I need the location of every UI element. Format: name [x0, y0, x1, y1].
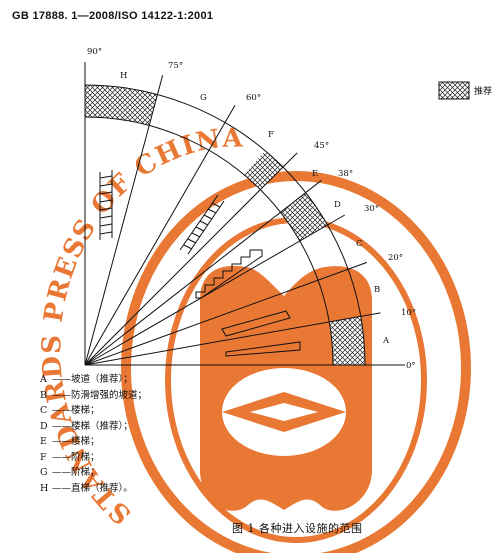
zone-letter-b: B — [374, 285, 380, 295]
angle-label-0: 0° — [406, 361, 416, 371]
hatched-zone-e — [244, 150, 283, 190]
hatched-zone-d — [280, 192, 328, 241]
figure-caption: 图 1 各种进入设施的范围 — [232, 522, 363, 535]
zone-letter-a: A — [382, 336, 390, 346]
watermark-outer-ring — [121, 171, 471, 553]
legend-item-b: B ——防滑增强的坡道； — [40, 388, 147, 404]
legend-item-c: C ——楼梯； — [40, 403, 147, 419]
legend-list: A ——坡道（推荐）； B ——防滑增强的坡道； C ——楼梯； D ——楼梯（推荐）； E ——… — [40, 372, 147, 496]
zone-letter-g: G — [200, 93, 207, 103]
angle-label-30: 30° — [364, 204, 379, 214]
legend-text: ——坡道（推荐）； — [52, 374, 133, 385]
hatched-zone-h — [85, 85, 158, 126]
zone-letter-h: H — [120, 71, 127, 81]
angle-label-45: 45° — [314, 141, 329, 151]
legend-item-f: F ——阶梯； — [40, 450, 147, 466]
standard-code-header: GB 17888. 1—2008/ISO 14122-1:2001 — [12, 10, 214, 22]
angle-label-75: 75° — [168, 61, 183, 71]
step-ladder-icon — [179, 194, 225, 255]
legend-text: ——楼梯； — [52, 405, 100, 416]
legend-item-d: D ——楼梯（推荐）； — [40, 419, 147, 435]
legend-text: ——防滑增强的坡道； — [52, 389, 148, 401]
legend-text: ——直梯（推荐）。 — [52, 482, 133, 494]
legend-item-a: A ——坡道（推荐）； — [40, 372, 147, 388]
legend-key: D — [40, 420, 48, 432]
legend-item-g: G ——阶梯； — [40, 465, 147, 481]
legend-text: ——阶梯； — [52, 467, 100, 478]
legend-item-e: E ——楼梯； — [40, 434, 147, 450]
angle-lines — [84, 75, 381, 366]
zone-letter-e: E — [312, 169, 318, 179]
legend-item-h: H——直梯（推荐）。 — [40, 481, 147, 497]
angle-line-38 — [84, 179, 322, 366]
angle-line-45 — [84, 152, 298, 366]
legend-key: G — [40, 467, 48, 478]
angle-line-30 — [84, 214, 346, 366]
angle-label-38: 38° — [338, 169, 353, 179]
hatched-recommended-zones — [85, 85, 365, 365]
recommended-key-swatch — [438, 81, 470, 100]
legend-key: H — [40, 482, 49, 494]
zone-letter-c: C — [356, 239, 363, 249]
zone-letter-d: D — [334, 200, 341, 210]
ramp-b-icon — [221, 310, 291, 337]
stair-icon — [195, 249, 263, 299]
angle-line-20 — [84, 261, 368, 366]
ladder-icon — [99, 170, 113, 240]
legend-key: A — [40, 374, 47, 385]
legend-key: F — [40, 451, 47, 463]
zone-letter-f: F — [268, 130, 274, 140]
legend-text: ——楼梯（推荐）； — [52, 420, 133, 432]
angle-label-60: 60° — [246, 93, 261, 103]
legend-key: C — [40, 405, 48, 416]
watermark-emblem-bar — [250, 403, 318, 421]
legend-key: B — [40, 389, 47, 401]
angle-line-75 — [84, 75, 164, 366]
hatched-zone-a — [329, 316, 365, 365]
legend-text: ——阶梯； — [52, 451, 100, 463]
legend-key: E — [40, 436, 47, 447]
angle-label-10: 10° — [401, 308, 416, 318]
angle-label-20: 20° — [388, 253, 403, 263]
ramp-a-icon — [225, 341, 301, 357]
recommended-key-label: 推荐 — [474, 87, 493, 97]
angle-line-10 — [84, 312, 381, 366]
angle-line-60 — [84, 104, 236, 366]
angle-label-90: 90° — [87, 47, 102, 57]
legend-text: ——楼梯； — [52, 436, 100, 447]
